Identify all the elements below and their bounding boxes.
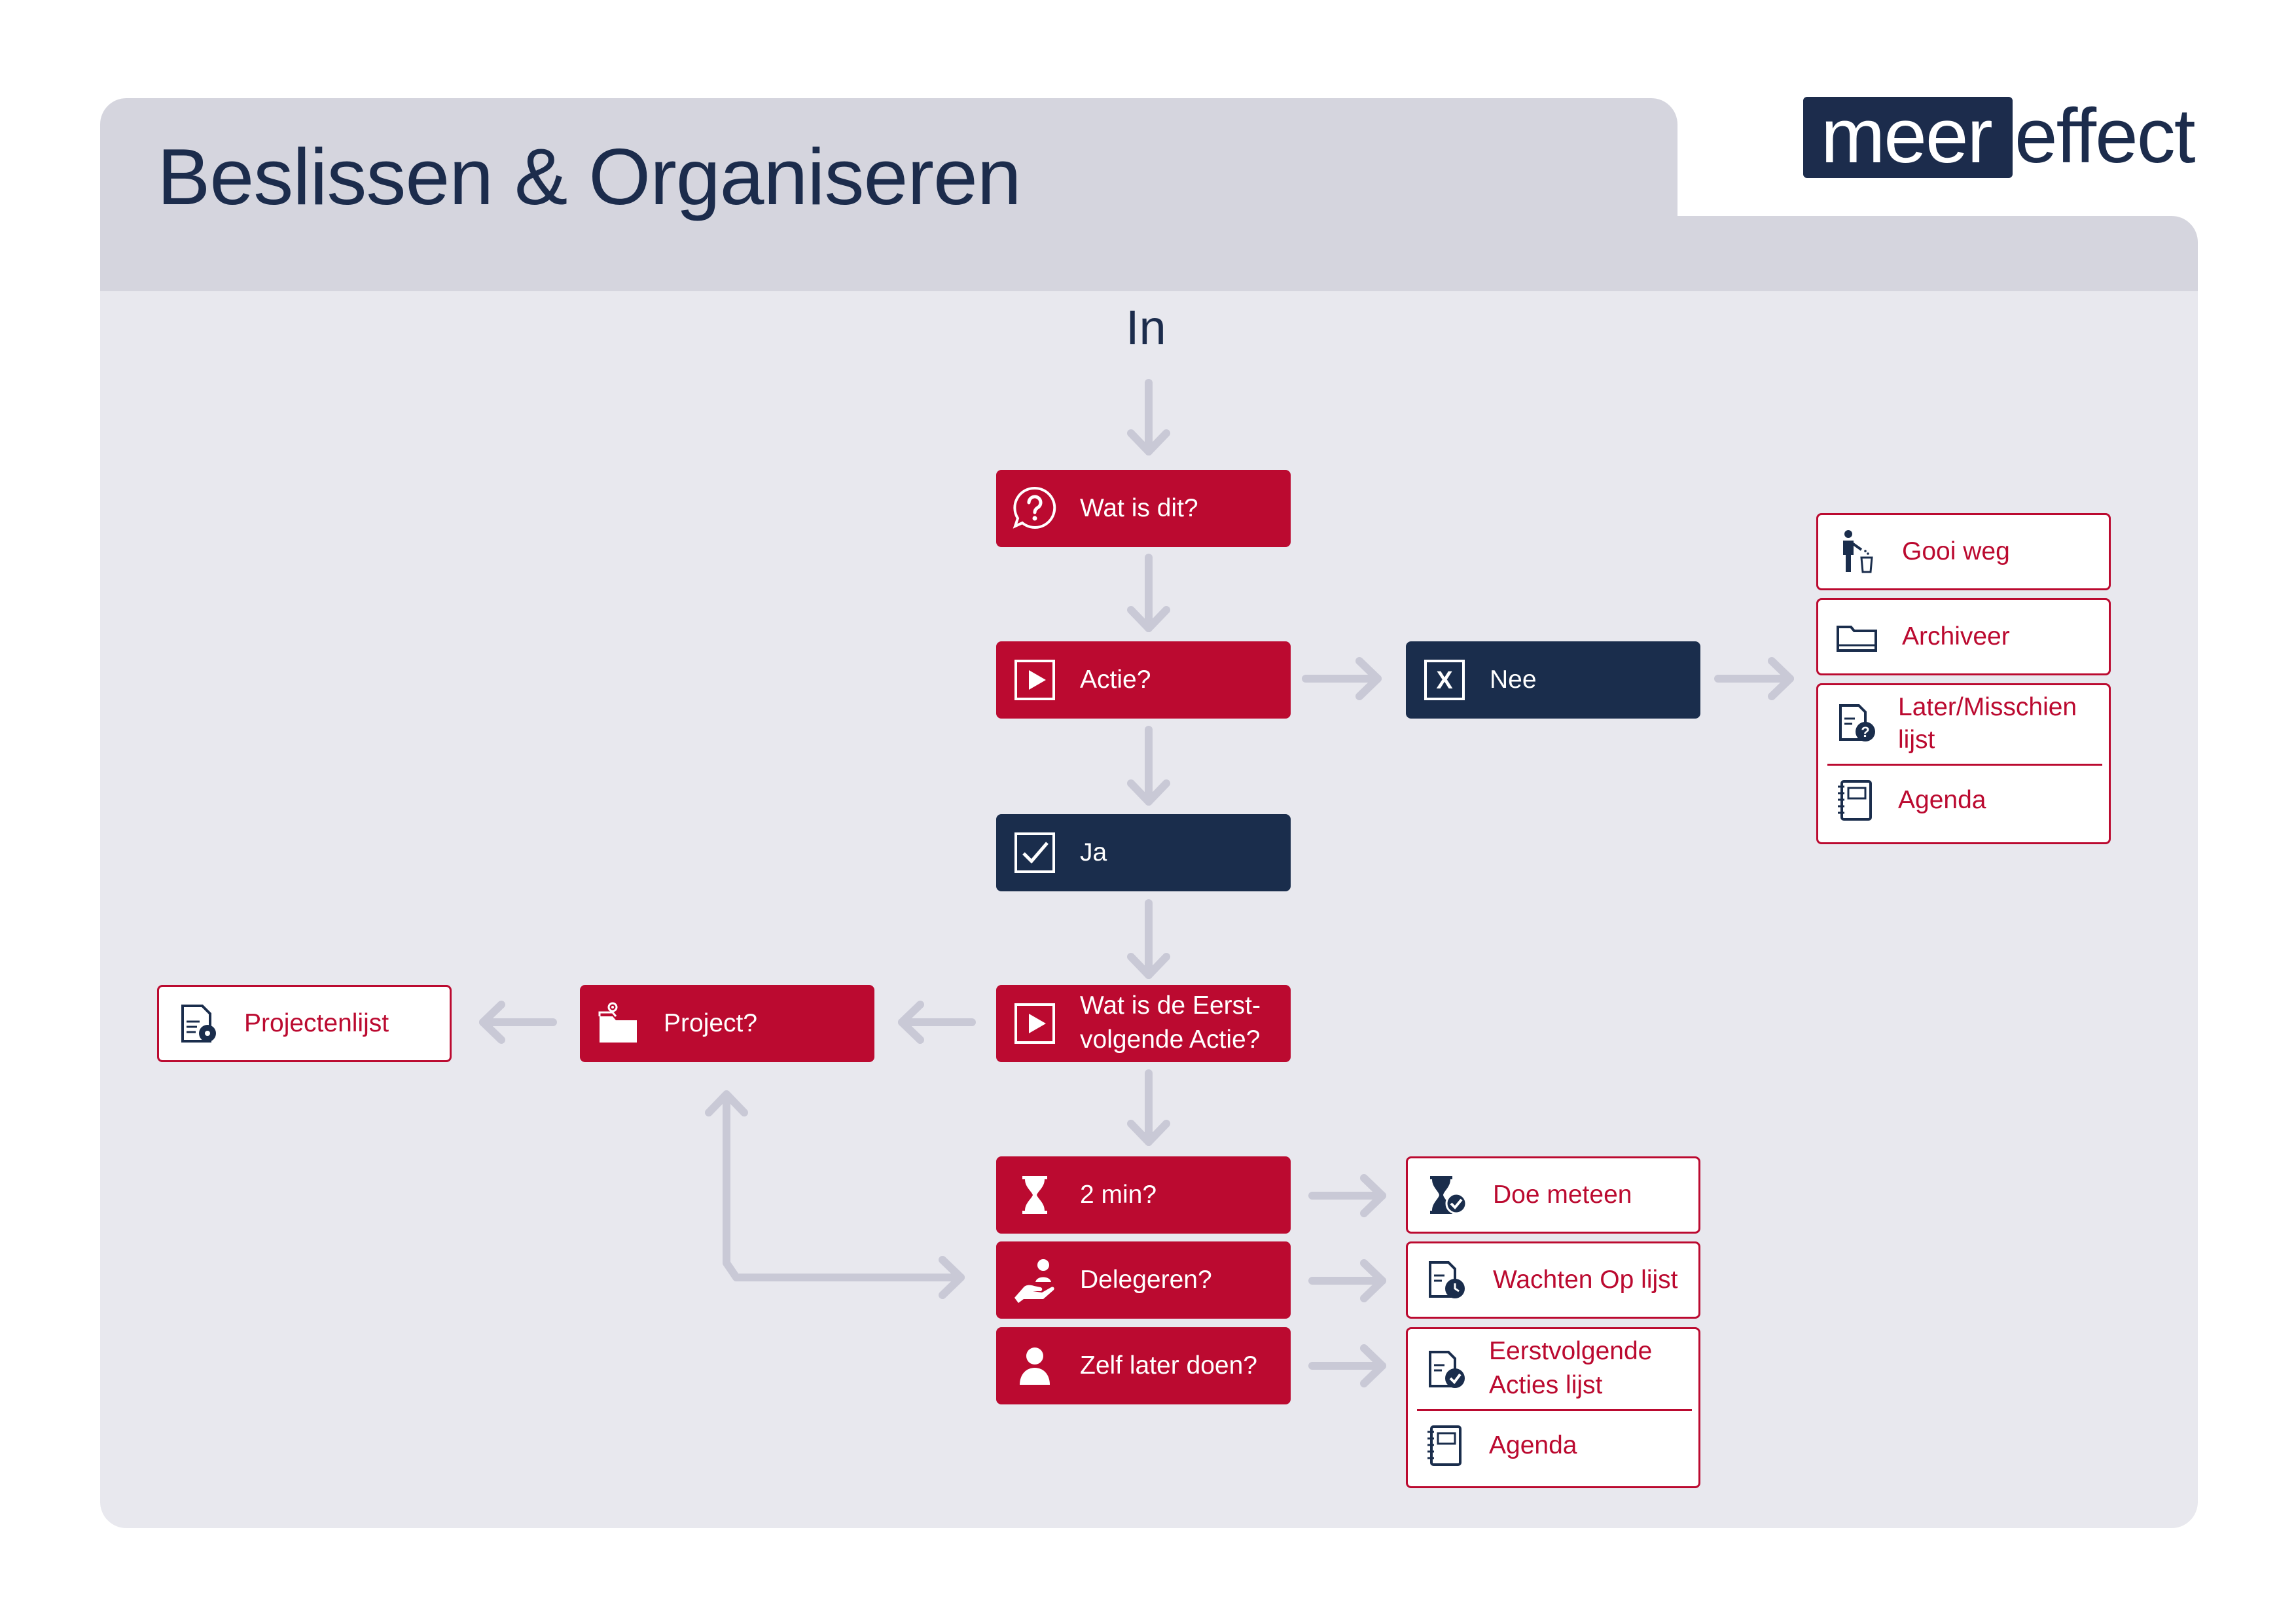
page-title: Beslissen & Organiseren	[157, 132, 1022, 221]
svg-text:X: X	[1436, 667, 1453, 694]
node-label: Actie?	[1080, 666, 1151, 694]
play-icon	[1011, 999, 1059, 1048]
logo-text-meer: meer	[1821, 93, 1993, 179]
node-label: 2 min?	[1080, 1181, 1157, 1209]
x-box-icon: X	[1420, 656, 1469, 704]
arrow-eerstvolgende-to-2min	[1127, 1069, 1170, 1146]
node-label-line1: Eerstvolgende	[1489, 1337, 1653, 1365]
doc-check-icon	[1422, 1346, 1471, 1394]
node-label: Archiveer	[1902, 622, 2010, 651]
node-label-line2: volgende Actie?	[1080, 1026, 1261, 1054]
person-icon	[1011, 1342, 1059, 1390]
node-label: Delegeren?	[1080, 1266, 1212, 1294]
node-projectenlijst[interactable]: Projectenlijst	[157, 985, 452, 1062]
node-label: Agenda	[1489, 1431, 1577, 1459]
arrow-eerstvolgende-to-project	[898, 1001, 976, 1044]
node-label: Project?	[664, 1009, 758, 1037]
hourglass-icon	[1011, 1171, 1059, 1219]
node-label: Gooi weg	[1902, 537, 2010, 565]
node-label-line1: Later/Misschien	[1898, 693, 2077, 721]
folder-gear-icon	[594, 999, 643, 1048]
node-label: Ja	[1080, 838, 1107, 866]
arrow-actie-to-nee	[1302, 657, 1382, 700]
start-label: In	[1126, 300, 1166, 355]
group-divider	[1827, 764, 2102, 766]
node-label-line2: Acties lijst	[1489, 1371, 1603, 1399]
doc-clock-icon	[1422, 1256, 1471, 1304]
node-label-line1: Wat is de Eerst-	[1080, 991, 1261, 1020]
arrow-actie-to-ja	[1127, 726, 1170, 806]
node-label: Wachten Op lijst	[1493, 1266, 1678, 1294]
arrow-project-delegeren-loop	[705, 1090, 965, 1299]
svg-text:?: ?	[1861, 724, 1869, 740]
node-agenda-2[interactable]: Agenda	[1408, 1412, 1698, 1486]
arrow-project-to-projectenlijst	[479, 1001, 557, 1044]
play-icon	[1011, 656, 1059, 704]
hourglass-check-icon	[1422, 1171, 1471, 1219]
node-label: Agenda	[1898, 786, 1986, 814]
node-label: Projectenlijst	[244, 1009, 389, 1037]
arrow-in-to-wat-is-dit	[1127, 379, 1170, 455]
arrow-wat-is-dit-to-actie	[1127, 554, 1170, 632]
node-eerstvolgende-actie[interactable]: Wat is de Eerst- volgende Actie?	[996, 985, 1291, 1062]
arrow-ja-to-eerstvolgende	[1127, 899, 1170, 979]
node-label: Doe meteen	[1493, 1181, 1632, 1209]
node-archiveer[interactable]: Archiveer	[1816, 598, 2111, 675]
logo-box	[1803, 97, 2013, 178]
trash-person-icon	[1833, 527, 1881, 576]
node-ja[interactable]: Ja	[996, 814, 1291, 891]
logo-text-effect: effect	[2015, 93, 2195, 179]
node-actie[interactable]: Actie?	[996, 641, 1291, 719]
arrow-2min-to-doe-meteen	[1308, 1174, 1386, 1217]
group-divider	[1417, 1409, 1692, 1411]
list-gear-icon	[173, 999, 222, 1048]
node-nee[interactable]: X Nee	[1406, 641, 1700, 719]
node-wat-is-dit[interactable]: Wat is dit?	[996, 470, 1291, 547]
arrow-delegeren-to-wachten	[1308, 1259, 1386, 1302]
node-label-line2: lijst	[1898, 726, 1935, 754]
node-doe-meteen[interactable]: Doe meteen	[1406, 1156, 1700, 1234]
node-label: Zelf later doen?	[1080, 1351, 1258, 1380]
node-label: Nee	[1490, 666, 1537, 694]
question-bubble-icon	[1011, 484, 1059, 533]
notebook-icon	[1833, 776, 1881, 825]
node-later-misschien[interactable]: ? Later/Misschien lijst	[1818, 685, 2109, 764]
header-strip	[100, 216, 2198, 291]
arrow-nee-to-options	[1714, 657, 1794, 700]
node-agenda-1[interactable]: Agenda	[1818, 766, 2109, 842]
node-project[interactable]: Project?	[580, 985, 874, 1062]
node-eerstvolgende-acties-lijst[interactable]: Eerstvolgende Acties lijst	[1408, 1329, 1698, 1408]
doc-question-icon: ?	[1833, 699, 1881, 747]
node-delegeren[interactable]: Delegeren?	[996, 1241, 1291, 1319]
notebook-icon	[1422, 1421, 1471, 1470]
node-zelf-later-doen[interactable]: Zelf later doen?	[996, 1327, 1291, 1404]
check-box-icon	[1011, 829, 1059, 877]
node-2-min[interactable]: 2 min?	[996, 1156, 1291, 1234]
node-gooi-weg[interactable]: Gooi weg	[1816, 513, 2111, 590]
arrow-zelf-to-eerstvolgende-lijst	[1308, 1344, 1386, 1387]
node-label: Wat is dit?	[1080, 494, 1198, 522]
folder-icon	[1833, 613, 1881, 661]
node-later-agenda-group: ? Later/Misschien lijst Agenda	[1816, 683, 2111, 844]
node-eerstvolgende-agenda-group: Eerstvolgende Acties lijst Agenda	[1406, 1327, 1700, 1488]
hand-person-icon	[1011, 1256, 1059, 1304]
node-wachten-op-lijst[interactable]: Wachten Op lijst	[1406, 1241, 1700, 1319]
